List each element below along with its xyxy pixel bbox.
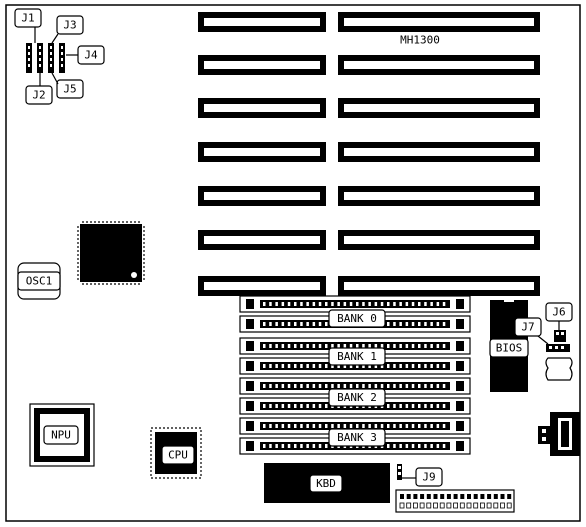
expansion-slot-left-2 [198, 55, 326, 75]
svg-text:J2: J2 [32, 89, 45, 102]
connector-pin [399, 502, 405, 509]
svg-text:J7: J7 [521, 321, 534, 334]
expansion-slot-right-2 [338, 55, 540, 75]
jumper-j5: J5 [51, 72, 84, 99]
connector-pin [500, 494, 505, 499]
connector-pin [426, 502, 432, 509]
expansion-slot-left-1 [198, 12, 326, 32]
expansion-slot-left-5 [198, 186, 326, 206]
connector-pin [493, 502, 499, 509]
jumper-j2: J2 [25, 73, 53, 105]
connector-pin [487, 494, 492, 499]
expansion-slot-right-6 [338, 230, 540, 250]
expansion-slot-right-3 [338, 98, 540, 118]
npu-socket: NPU [29, 403, 95, 467]
chipset-chip [77, 221, 145, 285]
svg-text:J4: J4 [84, 49, 98, 62]
expansion-slot-right-4 [338, 142, 540, 162]
connector-pin [446, 494, 451, 499]
connector-pin [426, 494, 431, 499]
connector-pin [467, 494, 471, 499]
svg-text:OSC1: OSC1 [26, 275, 53, 288]
connector-pin [446, 502, 452, 509]
battery [545, 357, 573, 381]
connector-pin [420, 494, 425, 499]
expansion-slot-right-7 [338, 276, 540, 296]
connector-pin [493, 494, 498, 499]
jumper-j6: J6 [545, 302, 573, 342]
connector-pin [453, 494, 458, 499]
expansion-slot-left-6 [198, 230, 326, 250]
jumper-j9: J9 [397, 464, 443, 487]
bank-0-label: BANK 0 [337, 312, 377, 325]
keyboard-connector [538, 412, 580, 456]
simm-socket-3 [239, 337, 471, 355]
connector-pin [486, 502, 492, 509]
bios-chip: BIOS [489, 298, 529, 392]
connector-pin [413, 494, 418, 499]
cpu-chip: CPU [150, 427, 202, 479]
connector-pin [506, 502, 512, 509]
connector-pin [473, 502, 479, 509]
svg-text:J6: J6 [552, 306, 565, 319]
svg-text:BIOS: BIOS [496, 342, 523, 355]
oscillator-osc1: OSC1 [17, 262, 61, 300]
jumper-j1: J1 [14, 8, 42, 43]
svg-text:CPU: CPU [168, 449, 188, 462]
expansion-slot-left-4 [198, 142, 326, 162]
svg-text:J1: J1 [21, 12, 34, 25]
svg-text:J3: J3 [63, 19, 76, 32]
keyboard-controller: KBD [264, 463, 390, 503]
svg-text:J9: J9 [422, 471, 435, 484]
connector-pin [453, 502, 459, 509]
bottom-connector [395, 489, 515, 513]
bank-3-label: BANK 3 [337, 431, 377, 444]
connector-pin [433, 502, 438, 509]
connector-pin [433, 494, 438, 499]
connector-pin [439, 502, 445, 509]
jumper-j3: J3 [51, 15, 84, 44]
connector-pin [460, 494, 465, 499]
connector-pin [466, 502, 472, 509]
bank-2-label: BANK 2 [337, 391, 377, 404]
jumper-headers-top-left [26, 43, 65, 73]
connector-pin [473, 494, 478, 499]
expansion-slot-left-7 [198, 276, 326, 296]
connector-pin [412, 502, 418, 509]
svg-text:NPU: NPU [51, 429, 71, 442]
connector-pin [480, 494, 485, 499]
expansion-slot-right-1 [338, 12, 540, 32]
svg-text:KBD: KBD [316, 477, 336, 490]
connector-pin [419, 502, 425, 509]
connector-pin [479, 502, 485, 509]
connector-pin [440, 494, 445, 499]
expansion-slot-left-3 [198, 98, 326, 118]
board-model-label: MH1300 [400, 34, 440, 47]
simm-socket-5 [239, 377, 471, 395]
connector-pin [400, 494, 404, 499]
expansion-slot-right-5 [338, 186, 540, 206]
connector-pin [406, 502, 412, 509]
expansion-slots [198, 12, 540, 296]
connector-pin [500, 502, 505, 509]
jumper-j7: J7 [514, 317, 570, 352]
connector-pin [507, 494, 512, 499]
connector-pin [406, 494, 411, 499]
connector-pin [459, 502, 465, 509]
bank-1-label: BANK 1 [337, 350, 377, 363]
svg-text:J5: J5 [63, 83, 76, 96]
jumper-j4: J4 [66, 45, 105, 65]
bank-labels: BANK 0 BANK 1 BANK 2 BANK 3 [328, 309, 386, 447]
